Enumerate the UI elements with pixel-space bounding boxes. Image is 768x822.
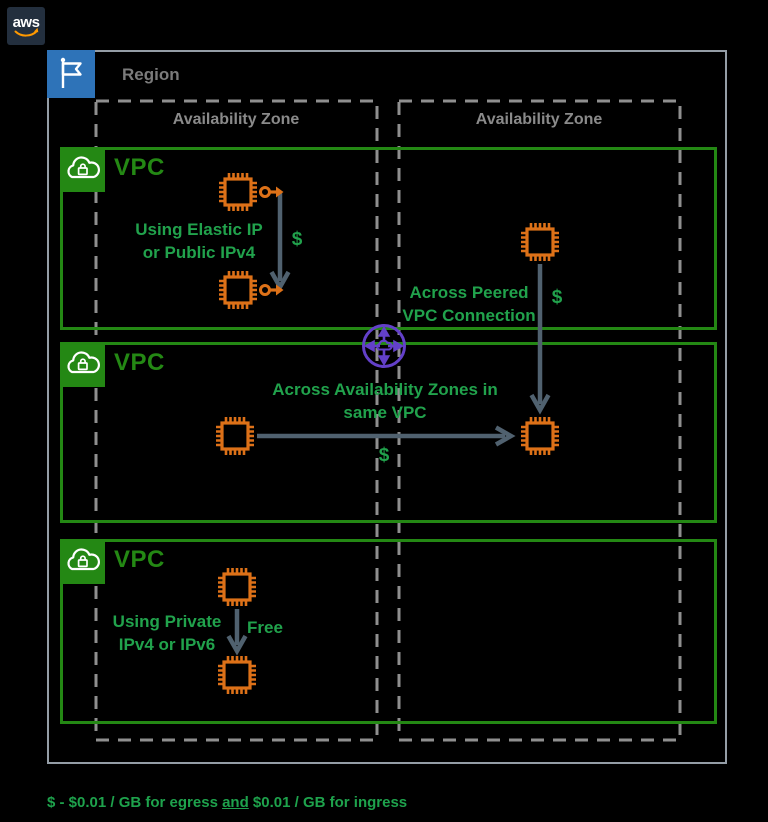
note-line: same VPC <box>343 403 427 422</box>
ec2-instance-icon <box>218 172 258 212</box>
footnote-after: $0.01 / GB for ingress <box>248 794 408 811</box>
vpc-icon <box>60 539 105 584</box>
note-line: Across Peered <box>409 283 529 302</box>
cost-free-label: Free <box>247 618 283 637</box>
aws-logo: aws <box>7 7 45 45</box>
aws-smile-icon <box>14 30 38 37</box>
elastic-ip-connector-icon <box>258 174 284 210</box>
vpc-1-label: VPC <box>114 154 165 181</box>
vpc-icon <box>60 147 105 192</box>
aws-logo-text: aws <box>13 14 40 31</box>
note-peered-vpc: Across Peered VPC Connection <box>402 281 535 327</box>
ec2-instance-icon <box>217 567 257 607</box>
note-elastic-ip: Using Elastic IP or Public IPv4 <box>135 218 263 264</box>
cost-dollar-elastic-ip: $ <box>291 229 303 250</box>
note-line: or Public IPv4 <box>142 243 256 262</box>
region-container <box>47 50 727 764</box>
note-line: VPC Connection <box>402 306 536 325</box>
vpc-icon <box>60 342 105 387</box>
vpc-3-container <box>60 539 717 724</box>
vpc-peering-icon <box>360 322 408 370</box>
vpc-3-label: VPC <box>114 546 165 573</box>
az-left-label: Availability Zone <box>172 111 300 128</box>
ec2-instance-icon <box>215 416 255 456</box>
footnote-and: and <box>222 794 249 811</box>
note-private-ip: Using Private IPv4 or IPv6 <box>113 610 222 656</box>
region-label: Region <box>122 65 180 84</box>
footnote-before: $ - $0.01 / GB for egress <box>47 794 223 811</box>
cost-dollar-peered-vpc: $ <box>551 287 563 308</box>
region-flag-icon <box>47 50 95 98</box>
note-line: IPv4 or IPv6 <box>118 635 216 654</box>
note-line: Using Private <box>112 612 222 631</box>
vpc-2-label: VPC <box>114 349 165 376</box>
az-right-label: Availability Zone <box>475 111 603 128</box>
note-cross-az: Across Availability Zones in same VPC <box>272 378 497 424</box>
note-line: Across Availability Zones in <box>272 380 498 399</box>
ec2-instance-icon <box>218 270 258 310</box>
vpc-1-container <box>60 147 717 330</box>
note-line: Using Elastic IP <box>135 220 263 239</box>
elastic-ip-connector-icon <box>258 272 284 308</box>
ec2-instance-icon <box>520 222 560 262</box>
pricing-footnote: $ - $0.01 / GB for egress and $0.01 / GB… <box>47 794 407 811</box>
ec2-instance-icon <box>520 416 560 456</box>
ec2-instance-icon <box>217 655 257 695</box>
cost-dollar-cross-az: $ <box>378 445 390 466</box>
